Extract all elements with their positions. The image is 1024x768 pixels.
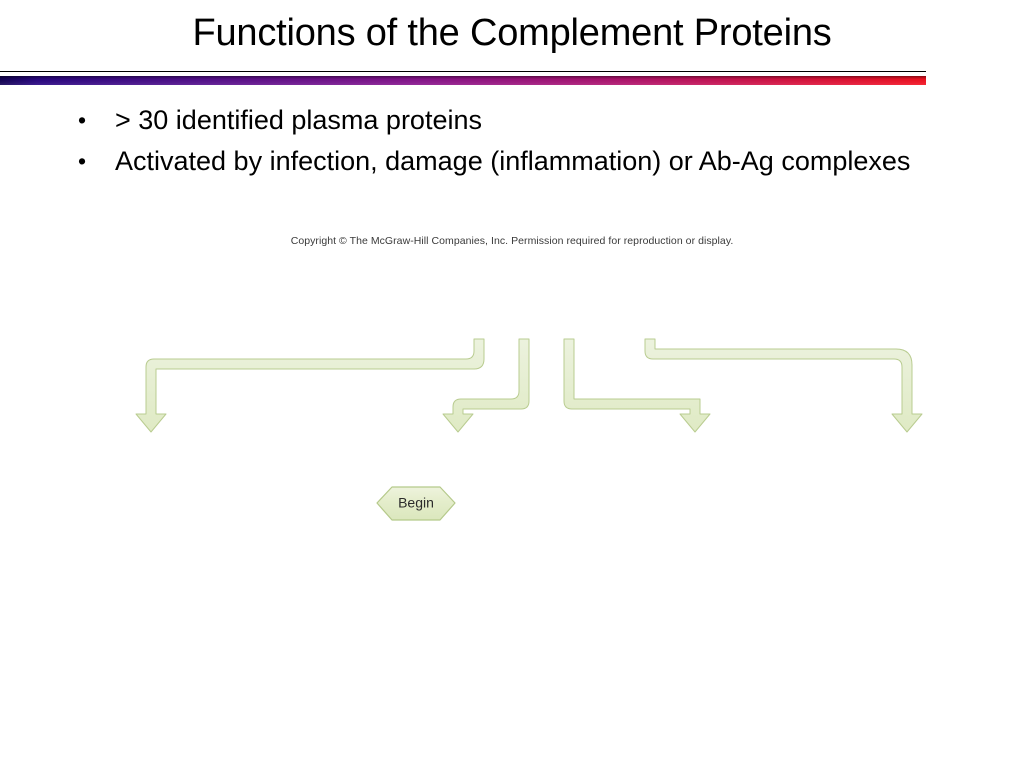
bullet-marker-icon: • (78, 148, 87, 174)
title-divider (0, 71, 926, 85)
node-label-group: Begin Activated complement proteins Dire… (398, 495, 434, 511)
page-title: Functions of the Complement Proteins (192, 12, 832, 54)
bullet-text-2: Activated by infection, damage (inflamma… (115, 146, 911, 176)
connector-to-outcome3 (563, 338, 711, 433)
bullet-marker-icon: • (78, 107, 87, 133)
connector-group (135, 338, 923, 433)
flowchart-figure: Copyright © The McGraw-Hill Companies, I… (0, 232, 1024, 522)
bullet-list: • > 30 identified plasma proteins • Acti… (78, 100, 958, 182)
figure-copyright-notice: Copyright © The McGraw-Hill Companies, I… (290, 235, 734, 247)
bullet-item-2: • Activated by infection, damage (inflam… (78, 141, 958, 182)
connector-to-outcome4 (644, 338, 923, 433)
bullet-item-1: • > 30 identified plasma proteins (78, 100, 958, 141)
bullet-text-1: > 30 identified plasma proteins (115, 105, 482, 135)
connector-to-outcome2 (442, 338, 530, 433)
title-divider-gradient (0, 76, 926, 85)
node-group (376, 486, 456, 521)
node-begin-label: Begin (398, 495, 434, 511)
connector-to-outcome1 (135, 338, 485, 433)
node-begin-shape (376, 486, 456, 521)
flowchart-diagram: Begin Activated complement proteins Dire… (135, 338, 923, 521)
